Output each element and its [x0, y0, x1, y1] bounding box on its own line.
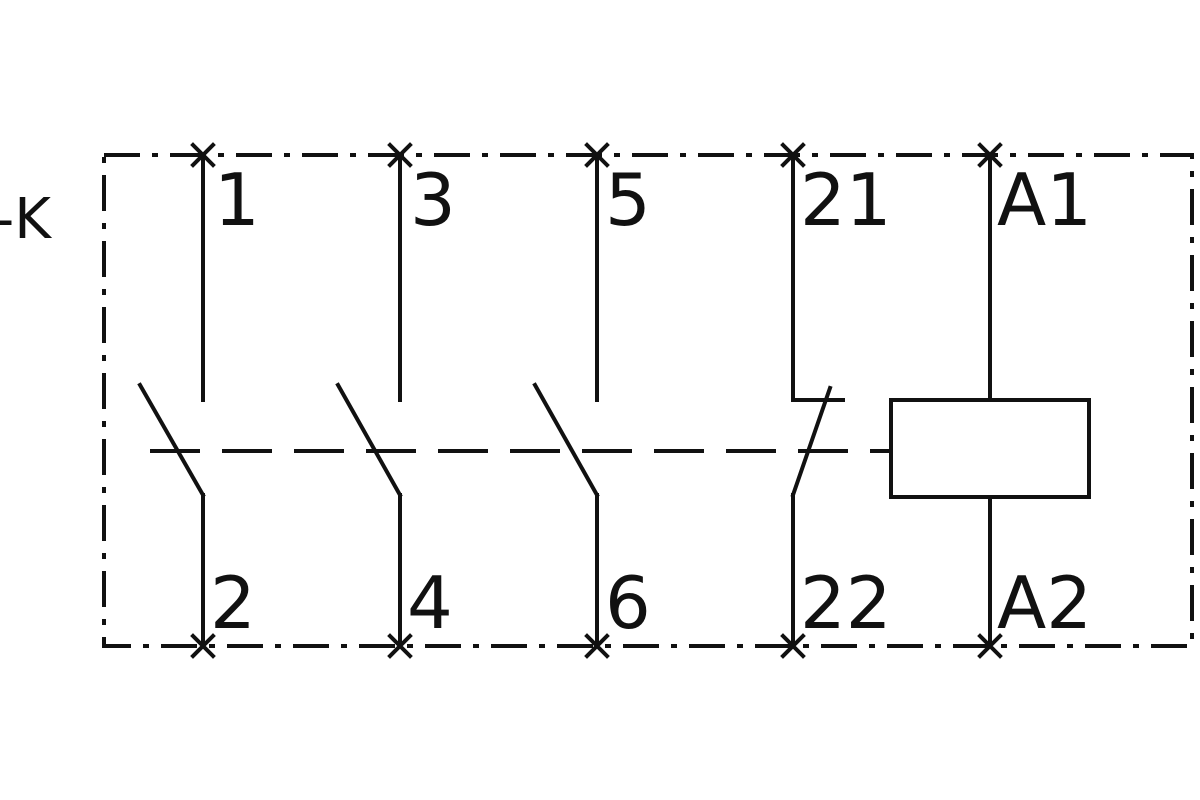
- terminal-mark-2: [190, 633, 216, 659]
- terminal-mark-1: [190, 142, 216, 168]
- terminal-label-5: 5: [605, 158, 651, 242]
- terminal-label-a1: A1: [997, 158, 1092, 242]
- terminal-label-a2: A2: [997, 561, 1092, 645]
- device-label: -K: [0, 187, 52, 252]
- coil: [889, 153, 1091, 648]
- coil-body: [889, 398, 1091, 499]
- contact-no-3-4: [335, 153, 403, 648]
- terminal-mark-22: [780, 633, 806, 659]
- contact-no-1-2: [137, 153, 206, 648]
- contact-nc-21-22: [790, 153, 845, 648]
- terminal-label-2: 2: [210, 561, 256, 645]
- terminal-mark-a1: [977, 142, 1003, 168]
- terminal-label-6: 6: [605, 561, 651, 645]
- terminal-mark-3: [387, 142, 413, 168]
- terminal-label-4: 4: [407, 561, 453, 645]
- terminal-label-21: 21: [800, 158, 892, 242]
- terminal-mark-6: [584, 633, 610, 659]
- terminal-mark-5: [584, 142, 610, 168]
- terminal-label-1: 1: [214, 158, 260, 242]
- enclosure-frame: [102, 153, 1194, 648]
- terminal-label-22: 22: [800, 561, 892, 645]
- terminal-mark-21: [780, 142, 806, 168]
- terminal-mark-a2: [977, 633, 1003, 659]
- terminal-crosses: [190, 142, 1003, 659]
- contact-no-5-6: [532, 153, 600, 648]
- terminal-mark-4: [387, 633, 413, 659]
- terminal-label-3: 3: [410, 158, 456, 242]
